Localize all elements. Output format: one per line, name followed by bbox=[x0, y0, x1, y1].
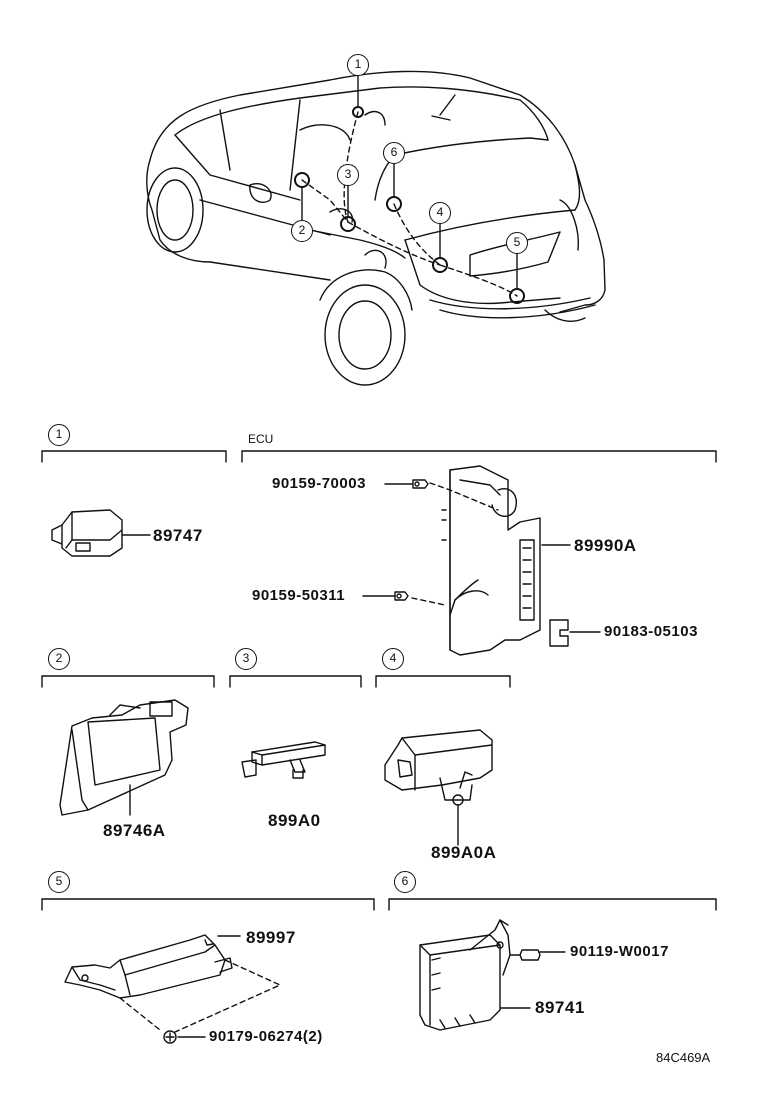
part-number-89741[interactable]: 89741 bbox=[535, 998, 585, 1017]
section-dividers bbox=[41, 450, 717, 911]
part-number-90159-70003[interactable]: 90159-70003 bbox=[272, 475, 366, 492]
ecu-section-header: ECU bbox=[248, 432, 274, 446]
part-number-90159-50311[interactable]: 90159-50311 bbox=[252, 587, 346, 604]
part-89746a-drawing bbox=[59, 699, 189, 816]
part-number-899a0a[interactable]: 899A0A bbox=[431, 843, 497, 862]
part-number-89747[interactable]: 89747 bbox=[153, 526, 203, 545]
vehicle-illustration bbox=[146, 70, 606, 386]
part-89747-drawing bbox=[51, 509, 151, 557]
part-number-89997[interactable]: 89997 bbox=[246, 928, 296, 947]
part-89997-drawing bbox=[64, 934, 281, 1044]
part-number-90119-w0017[interactable]: 90119-W0017 bbox=[570, 943, 669, 960]
callout-2: 2 bbox=[291, 220, 313, 242]
callout-3: 3 bbox=[337, 164, 359, 186]
part-899a0-drawing bbox=[241, 741, 326, 779]
part-899a0a-drawing bbox=[384, 729, 493, 846]
part-number-90179-06274[interactable]: 90179-06274(2) bbox=[209, 1028, 323, 1045]
part-number-899a0[interactable]: 899A0 bbox=[268, 811, 321, 830]
part-number-90183-05103[interactable]: 90183-05103 bbox=[604, 623, 698, 640]
section-6-marker: 6 bbox=[394, 871, 416, 893]
callout-5: 5 bbox=[506, 232, 528, 254]
section-4-marker: 4 bbox=[382, 648, 404, 670]
callout-6: 6 bbox=[383, 142, 405, 164]
part-number-89746a[interactable]: 89746A bbox=[103, 821, 166, 840]
section-1-marker: 1 bbox=[48, 424, 70, 446]
part-number-89990a[interactable]: 89990A bbox=[574, 536, 637, 555]
callout-4: 4 bbox=[429, 202, 451, 224]
section-2-marker: 2 bbox=[48, 648, 70, 670]
diagram-code: 84C469A bbox=[656, 1050, 711, 1065]
callout-1: 1 bbox=[347, 54, 369, 76]
part-89741-drawing bbox=[419, 919, 566, 1031]
section-3-marker: 3 bbox=[235, 648, 257, 670]
section-5-marker: 5 bbox=[48, 871, 70, 893]
ecu-89990a-drawing bbox=[362, 465, 601, 656]
